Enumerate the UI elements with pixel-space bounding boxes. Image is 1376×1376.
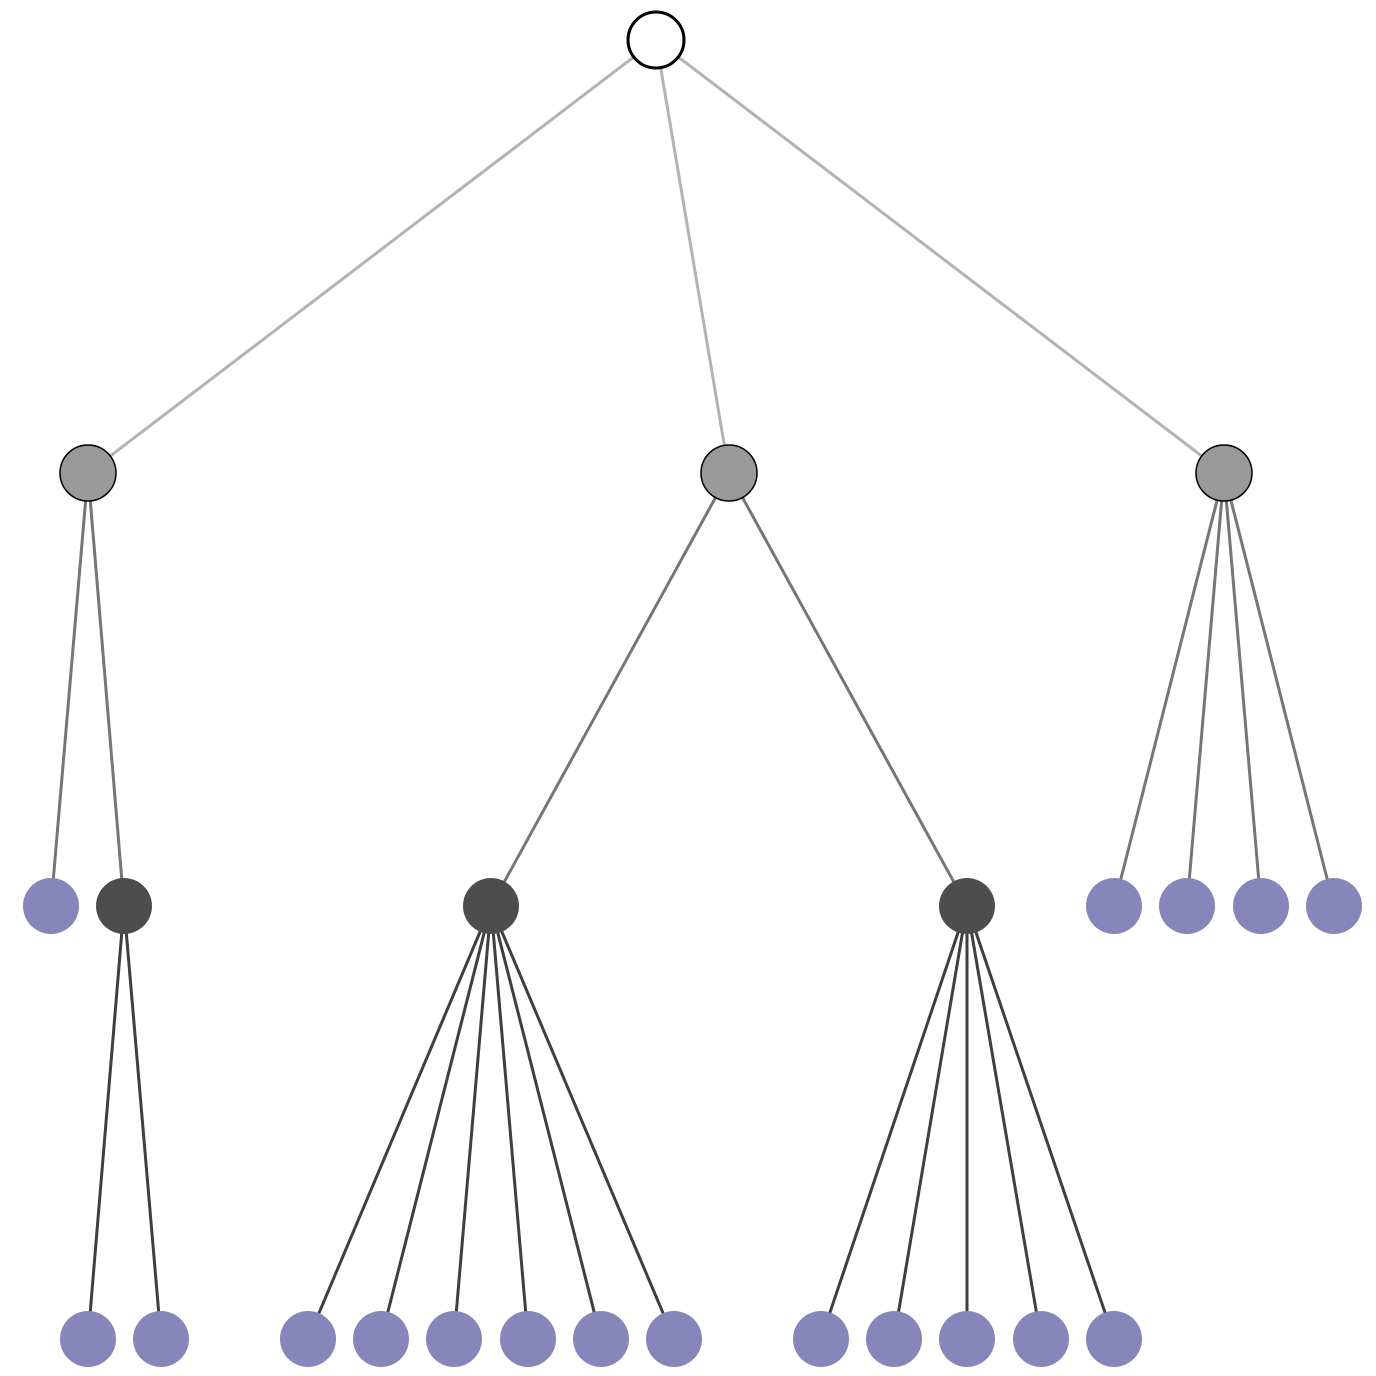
leaf-node-n2b4 xyxy=(1013,1311,1069,1367)
edge-n2a-n2a5 xyxy=(489,905,603,1340)
edge-root-n2 xyxy=(654,39,731,474)
subbranch-node-n1b xyxy=(96,878,152,934)
edge-root-n1 xyxy=(87,38,657,475)
edge-n2b-n2b5 xyxy=(965,905,1116,1340)
root-node xyxy=(626,10,686,70)
leaf-node-n2a6 xyxy=(646,1311,702,1367)
leaf-node-n3a xyxy=(1086,878,1142,934)
edge-n2a-n2a4 xyxy=(489,905,530,1340)
edge-n2a-n2a6 xyxy=(489,905,676,1340)
leaf-node-n2b2 xyxy=(866,1311,922,1367)
leaf-node-n2b5 xyxy=(1086,1311,1142,1367)
edge-n1b-n1b2 xyxy=(122,905,163,1340)
leaf-node-n1b1 xyxy=(60,1311,116,1367)
leaf-node-n2a3 xyxy=(426,1311,482,1367)
edges-layer xyxy=(49,38,1336,1340)
edge-n2a-n2a1 xyxy=(306,905,493,1340)
leaf-node-n2a2 xyxy=(353,1311,409,1367)
leaf-node-n1b2 xyxy=(133,1311,189,1367)
edge-n3-n3d xyxy=(1222,472,1336,907)
nodes-layer xyxy=(23,10,1362,1367)
edge-n3-n3c xyxy=(1222,472,1263,907)
leaf-node-n3d xyxy=(1306,878,1362,934)
edge-root-n3 xyxy=(655,38,1225,475)
edge-n2-n2b xyxy=(727,472,969,907)
branch-node-n2 xyxy=(700,444,758,502)
leaf-node-n2a1 xyxy=(280,1311,336,1367)
edge-n1-n1a xyxy=(49,472,90,907)
edge-n2b-n2b1 xyxy=(819,905,969,1340)
branch-node-n3 xyxy=(1195,444,1253,502)
edge-n1-n1b xyxy=(86,472,126,907)
leaf-node-n2b1 xyxy=(793,1311,849,1367)
subbranch-node-n2a xyxy=(463,878,519,934)
edge-n1b-n1b1 xyxy=(86,905,126,1340)
edge-n3-n3b xyxy=(1185,472,1226,907)
branch-node-n1 xyxy=(59,444,117,502)
subbranch-node-n2b xyxy=(939,878,995,934)
leaf-node-n2a5 xyxy=(573,1311,629,1367)
leaf-node-n1a xyxy=(23,878,79,934)
edge-n2a-n2a3 xyxy=(452,905,493,1340)
edge-n2-n2a xyxy=(489,472,731,907)
edge-n2b-n2b2 xyxy=(892,905,969,1340)
leaf-node-n3c xyxy=(1233,878,1289,934)
edge-n2b-n2b4 xyxy=(965,905,1043,1340)
leaf-node-n2a4 xyxy=(500,1311,556,1367)
leaf-node-n2b3 xyxy=(939,1311,995,1367)
edge-n3-n3a xyxy=(1112,472,1226,907)
leaf-node-n3b xyxy=(1159,878,1215,934)
edge-n2a-n2a2 xyxy=(379,905,493,1340)
